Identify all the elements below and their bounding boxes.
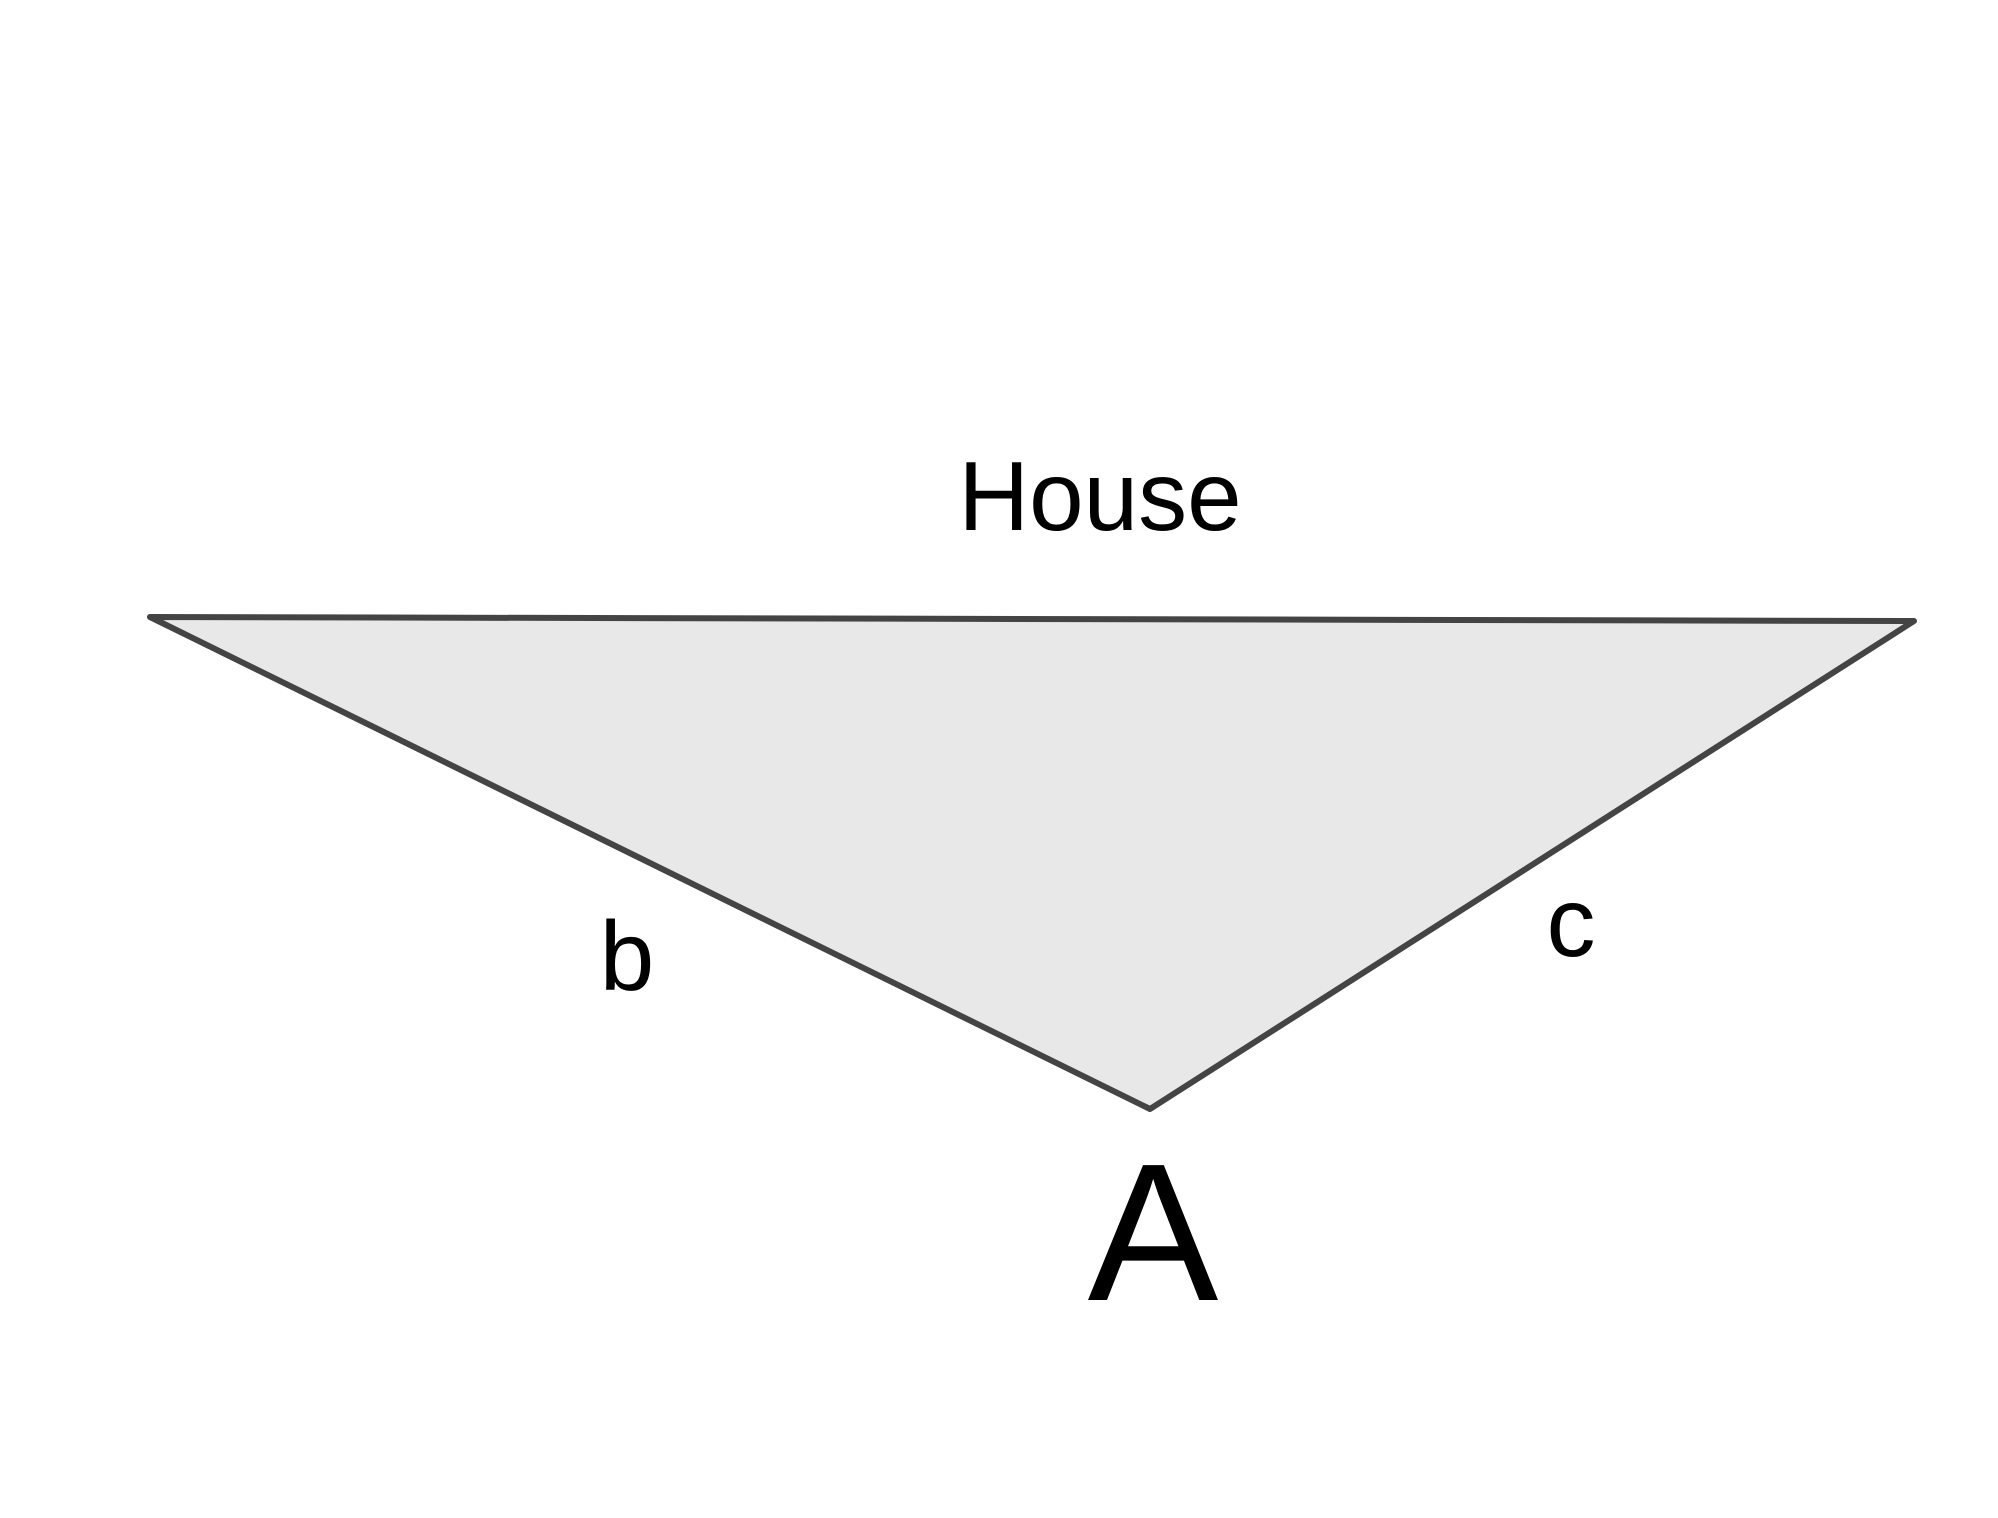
triangle-shape (147, 614, 1917, 1112)
vertex-label-a: A (1088, 1123, 1219, 1342)
left-side-label: b (600, 901, 655, 1011)
right-side-label: c (1547, 867, 1596, 977)
top-side-label: House (958, 441, 1241, 551)
